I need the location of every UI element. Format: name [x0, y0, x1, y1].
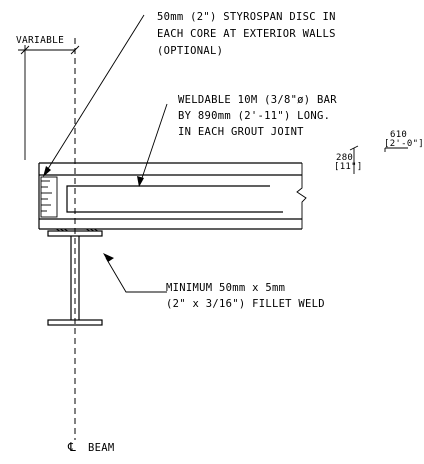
variable-tick-left: [20, 45, 30, 55]
bar-leader: [139, 103, 168, 185]
weld-note-line-2: (2" x 3/16") FILLET WELD: [166, 298, 325, 310]
weldable-bar: [66, 185, 283, 213]
height-dim-value: 280: [336, 153, 354, 163]
drawing-canvas: [18, 14, 408, 440]
weld-leader-arrow: [103, 253, 114, 262]
hollowcore-slab: [38, 162, 302, 230]
bar-note-line-1: WELDABLE 10M (3/8"ø) BAR: [178, 94, 337, 106]
disc-note-line-1: 50mm (2") STYROSPAN DISC IN: [157, 11, 336, 23]
variable-label: VARIABLE: [16, 35, 65, 46]
height-dim-imperial: [11"]: [334, 162, 363, 172]
width-dim-value: 610: [390, 130, 408, 140]
bar-leader-arrow: [137, 176, 144, 187]
width-dim-imperial: [2'-0"]: [384, 139, 424, 149]
disc-note-line-2: EACH CORE AT EXTERIOR WALLS: [157, 28, 336, 40]
centerline-symbol: ℄: [68, 440, 77, 454]
variable-tick-right: [70, 45, 80, 55]
break-line: [296, 163, 307, 229]
styrospan-disc: [40, 176, 58, 218]
bar-note-line-2: BY 890mm (2'-11") LONG.: [178, 110, 331, 122]
fillet-weld: [55, 228, 99, 232]
weld-note-line-1: MINIMUM 50mm x 5mm: [166, 282, 286, 294]
steel-beam: [47, 230, 103, 326]
height-dim-tick: [349, 145, 359, 151]
disc-note-line-3: (OPTIONAL): [157, 45, 224, 57]
beam-label: BEAM: [88, 442, 115, 454]
weld-leader: [105, 257, 167, 293]
disc-leader: [45, 14, 145, 173]
disc-leader-arrow: [43, 166, 51, 177]
bar-note-line-3: IN EACH GROUT JOINT: [178, 126, 304, 138]
